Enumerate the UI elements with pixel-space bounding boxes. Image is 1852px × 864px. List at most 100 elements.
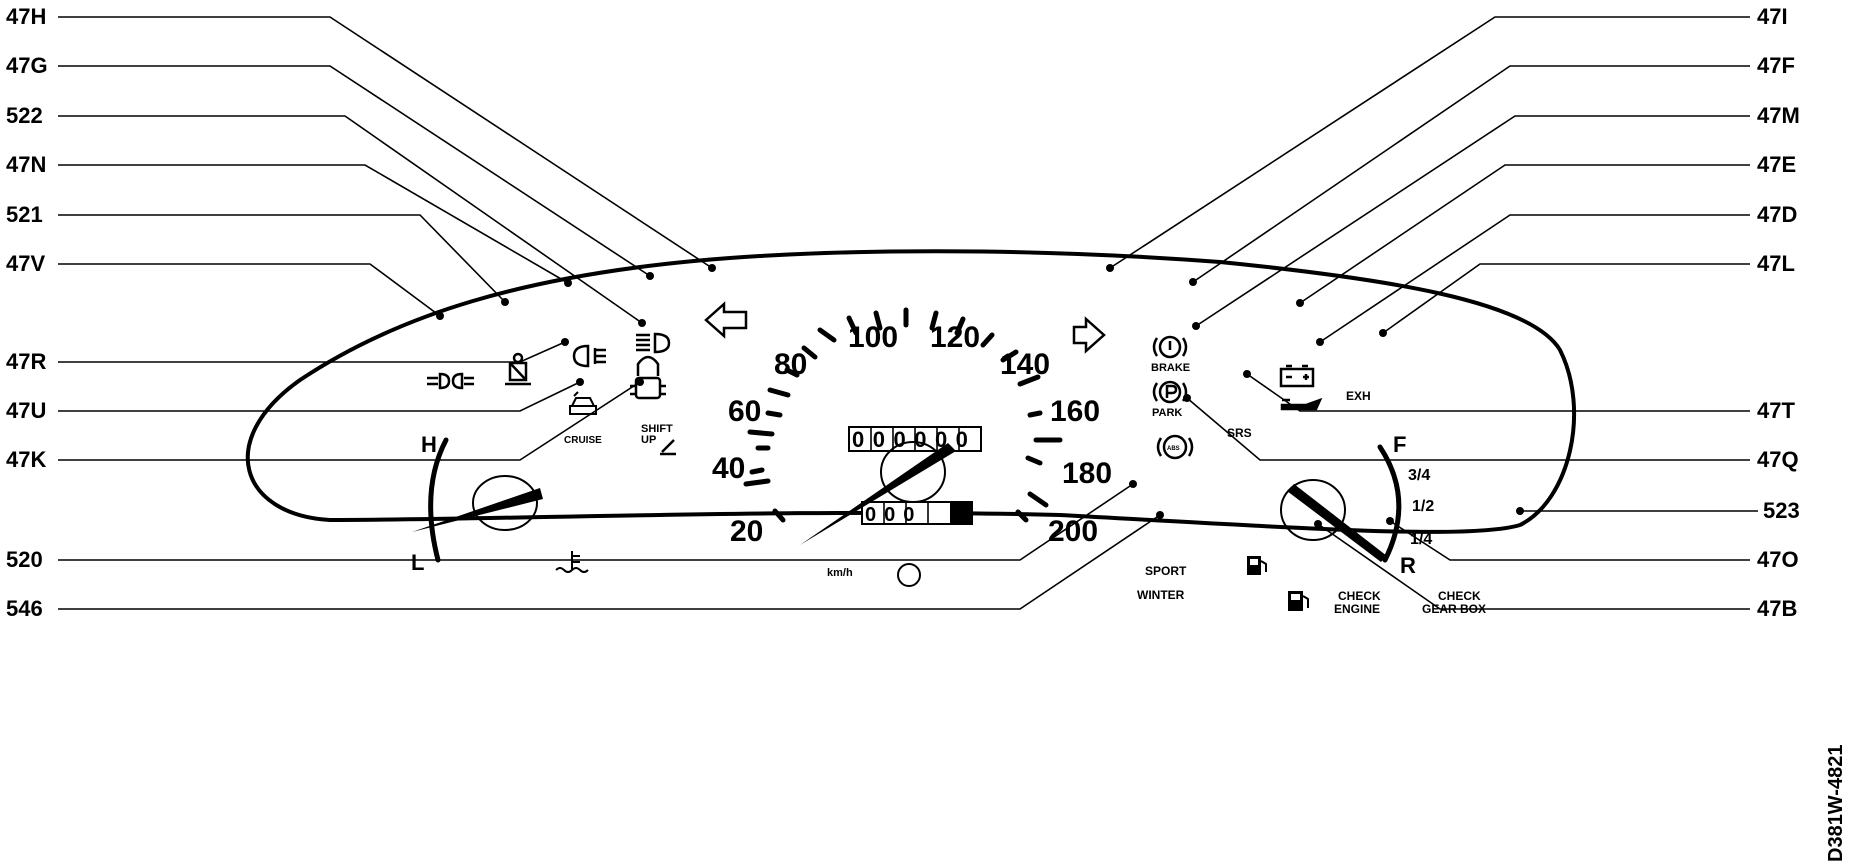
dot-47K — [636, 378, 644, 386]
leader-47U — [58, 381, 581, 412]
speed-unit: km/h — [827, 567, 853, 579]
check-gearbox-label-line2: GEAR BOX — [1422, 602, 1486, 616]
leader-47M — [1195, 115, 1750, 327]
fuel-three-quarter-label: 3/4 — [1408, 467, 1430, 484]
fuel-pump-icon — [1247, 556, 1267, 575]
callout-47H: 47H — [6, 4, 46, 29]
callout-47K: 47K — [6, 447, 46, 472]
abs-warning-icon — [1156, 434, 1194, 460]
dot-47F — [1189, 278, 1197, 286]
dot-47G — [646, 272, 654, 280]
left-warning-icons: CRUISE SHIFT UP — [427, 301, 748, 456]
dot-47B — [1314, 520, 1322, 528]
fuel-scale-arc — [1377, 444, 1402, 563]
speedometer-hub — [880, 441, 946, 503]
leader-47O — [1389, 520, 1750, 561]
right-turn-arrow-icon — [1072, 316, 1106, 354]
dot-47E — [1296, 299, 1304, 307]
callout-523: 523 — [1763, 498, 1800, 523]
shift-up-arrow-icon — [660, 439, 676, 456]
leader-47H — [58, 16, 713, 269]
leader-47R — [58, 341, 566, 363]
temp-scale-arc — [428, 437, 449, 563]
check-engine-label-line1: CHECK — [1338, 589, 1381, 603]
callout-47U: 47U — [6, 398, 46, 423]
parking-brake-icon — [1152, 380, 1188, 404]
temp-needle — [412, 488, 543, 532]
rear-fog-light-icon — [572, 344, 606, 368]
leader-47N — [58, 164, 569, 284]
coolant-temp-icon — [555, 551, 589, 573]
leader-47E — [1299, 164, 1750, 304]
temp-low-label: L — [411, 550, 424, 575]
door-ajar-icon — [630, 355, 666, 400]
leader-47K — [58, 381, 641, 461]
check-gearbox-label-line1: CHECK — [1438, 589, 1481, 603]
speedometer-labels: 20 40 60 80 100 120 140 160 180 200 km/h — [712, 321, 1112, 579]
dot-522 — [638, 319, 646, 327]
dot-47V — [436, 312, 444, 320]
shift-up-label-line2: UP — [641, 434, 656, 446]
speed-200: 200 — [1048, 515, 1098, 548]
callout-47N: 47N — [6, 152, 46, 177]
left-turn-arrow-icon — [704, 301, 748, 339]
left-callouts: 47H 47G 522 47N 521 47V 47R 47U 47K 520 … — [6, 4, 1164, 621]
speed-80: 80 — [774, 348, 807, 381]
leader-546 — [58, 514, 1161, 610]
high-beam-icon — [636, 332, 671, 354]
callout-47L: 47L — [1757, 251, 1795, 276]
dot-47T — [1243, 370, 1251, 378]
right-callouts: 47I 47F 47M 47E 47D 47L 47T 47Q 523 47O … — [1106, 4, 1800, 621]
figure-code: D381W-4821 — [1825, 745, 1847, 862]
callout-47V: 47V — [6, 251, 45, 276]
dot-47H — [708, 264, 716, 272]
reset-knob — [897, 563, 921, 587]
front-fog-light-icon — [427, 372, 474, 390]
oil-pressure-icon — [1280, 397, 1323, 411]
speed-40: 40 — [712, 452, 745, 485]
speedometer: 20 40 60 80 100 120 140 160 180 200 km/h… — [712, 307, 1112, 587]
leader-47L — [1382, 263, 1750, 334]
dot-47R — [561, 338, 569, 346]
callout-522: 522 — [6, 103, 43, 128]
battery-warning-icon — [1279, 364, 1315, 388]
temperature-gauge: H L — [411, 432, 589, 575]
fuel-full-label: F — [1393, 432, 1406, 457]
cruise-indicator-icon — [569, 391, 597, 415]
srs-label: SRS — [1227, 426, 1252, 440]
right-warning-icons: BRAKE PARK ABS SRS EXH SPORT — [1072, 316, 1486, 616]
callout-47T: 47T — [1757, 398, 1795, 423]
callout-47R: 47R — [6, 349, 46, 374]
speed-100: 100 — [848, 321, 898, 354]
abs-label: ABS — [1167, 446, 1180, 452]
leader-521 — [58, 214, 506, 303]
callout-47M: 47M — [1757, 103, 1800, 128]
cruise-label: CRUISE — [564, 435, 602, 446]
shift-up-label-line1: SHIFT — [641, 423, 673, 435]
dot-523 — [1516, 507, 1524, 515]
leader-47G — [58, 65, 651, 277]
callout-546: 546 — [6, 596, 43, 621]
sport-label: SPORT — [1145, 564, 1187, 578]
speed-160: 160 — [1050, 395, 1100, 428]
speed-120: 120 — [930, 321, 980, 354]
callout-47E: 47E — [1757, 152, 1796, 177]
callout-47B: 47B — [1757, 596, 1797, 621]
speedometer-ticks — [743, 307, 1063, 523]
leader-47V — [58, 263, 441, 317]
dot-47D — [1316, 338, 1324, 346]
leader-47I — [1109, 16, 1750, 269]
speed-180: 180 — [1062, 457, 1112, 490]
speedometer-needle — [800, 443, 956, 545]
callout-47O: 47O — [1757, 547, 1799, 572]
fuel-gauge: F 3/4 1/2 1/4 R — [1247, 432, 1434, 611]
callout-520: 520 — [6, 547, 43, 572]
trip-digits: 000 — [865, 504, 922, 526]
dot-47M — [1192, 322, 1200, 330]
leader-47Q — [1186, 397, 1750, 461]
callout-47G: 47G — [6, 53, 48, 78]
callout-47F: 47F — [1757, 53, 1795, 78]
fuel-quarter-label: 1/4 — [1410, 531, 1432, 548]
dot-47O — [1386, 517, 1394, 525]
leader-520 — [58, 483, 1134, 561]
